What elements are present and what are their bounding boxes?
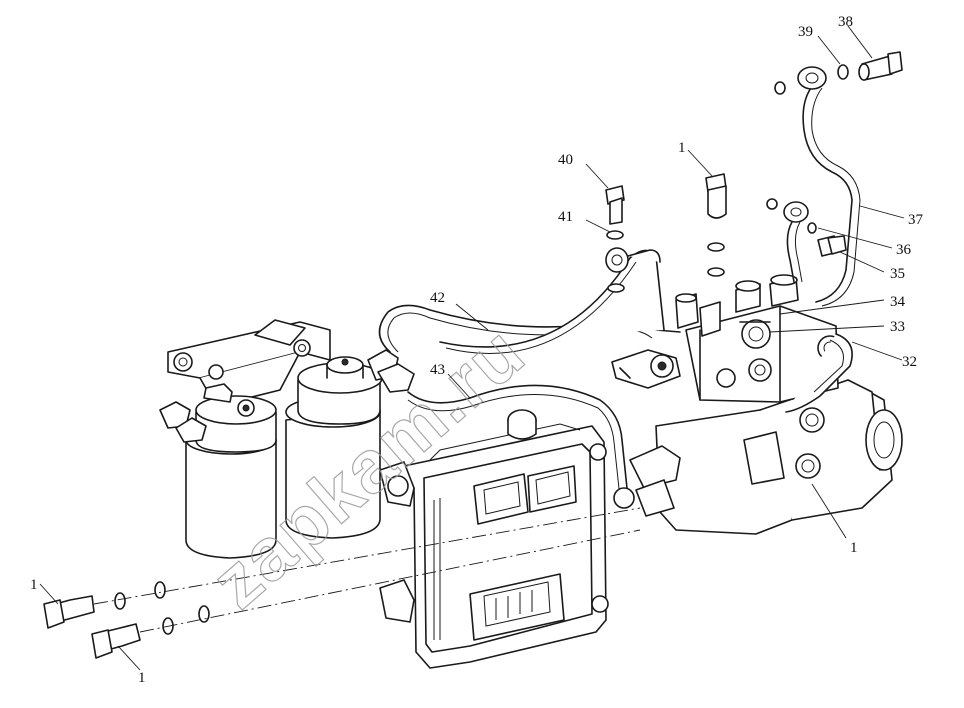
banjo-bolt-38 (858, 51, 903, 81)
callout-43: 43 (430, 362, 445, 378)
banjo-bolt-1-left-a (43, 581, 166, 629)
fuel-filter-right (285, 349, 415, 539)
callout-35: 35 (890, 266, 905, 282)
engine-control-unit (379, 409, 609, 669)
banjo-bolt-35 (817, 235, 847, 257)
callout-42: 42 (430, 290, 445, 306)
banjo-bolt-1-top (705, 173, 727, 277)
callout-32: 32 (902, 354, 917, 370)
banjo-eye-36 (766, 198, 817, 234)
callout-38: 38 (838, 14, 853, 30)
washer-41 (606, 230, 625, 293)
callout-1-top: 1 (678, 140, 686, 156)
callout-1-pump: 1 (850, 540, 858, 556)
high-pressure-pump (611, 305, 903, 535)
callout-34: 34 (890, 294, 906, 310)
callout-41: 41 (558, 209, 573, 225)
filter-bracket (167, 319, 331, 407)
fuel-line-42 (378, 249, 681, 355)
banjo-bolt-1-left-b (91, 605, 210, 659)
callout-37: 37 (908, 212, 924, 228)
callout-labels: 38 39 1 40 41 37 36 35 34 33 32 42 43 1 … (30, 14, 924, 686)
banjo-bolt-40 (605, 185, 625, 225)
fuel-line-32 (785, 333, 853, 413)
fuel-line-37 (786, 83, 861, 307)
leader-lines (39, 25, 905, 671)
washer-39 (837, 64, 849, 80)
fuel-filter-left (159, 383, 277, 559)
banjo-eye-41 (605, 247, 661, 273)
callout-1-left-b: 1 (138, 670, 146, 686)
alignment-lines (93, 507, 641, 633)
callout-36: 36 (896, 242, 912, 258)
callout-33: 33 (890, 319, 905, 335)
callout-40: 40 (558, 152, 573, 168)
banjo-eye-top (774, 66, 827, 95)
callout-1-left-a: 1 (30, 577, 38, 593)
callout-39: 39 (798, 24, 813, 40)
pump-top-fittings (675, 274, 799, 337)
pump-fitting-33 (739, 319, 771, 349)
